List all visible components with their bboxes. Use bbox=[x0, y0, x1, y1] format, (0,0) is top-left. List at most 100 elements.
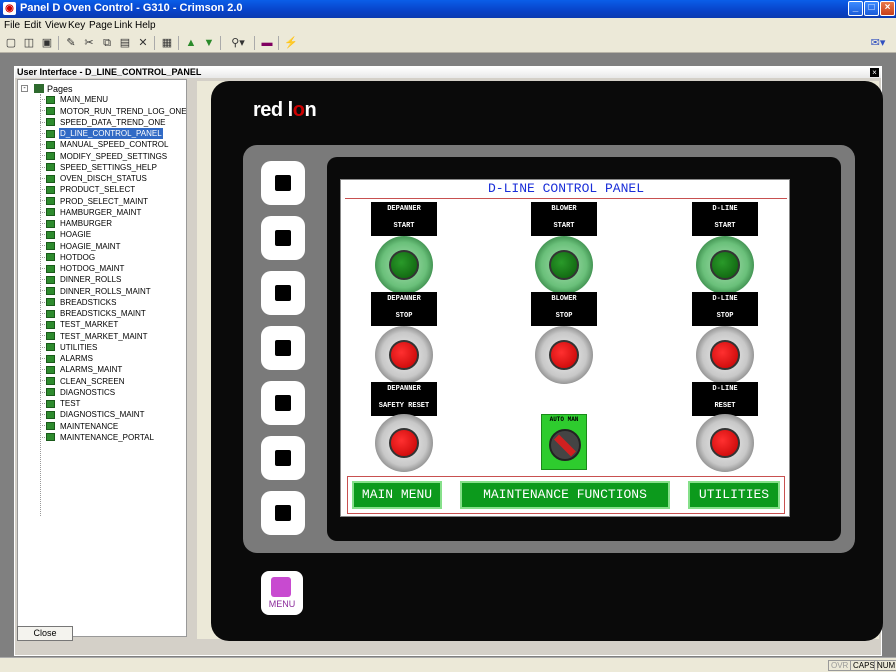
tree-item[interactable]: PROD_SELECT_MAINT bbox=[46, 195, 149, 206]
tree-item[interactable]: BREADSTICKS_MAINT bbox=[46, 308, 147, 319]
up-icon[interactable]: ▲ bbox=[185, 37, 197, 49]
minimize-button[interactable]: _ bbox=[848, 1, 863, 16]
tree-item[interactable]: TEST_MARKET_MAINT bbox=[46, 330, 149, 341]
title-bar: ◉ Panel D Oven Control - G310 - Crimson … bbox=[0, 0, 896, 18]
page-icon bbox=[46, 433, 55, 442]
depanner-reset-button[interactable] bbox=[375, 414, 433, 472]
function-key-3[interactable] bbox=[261, 271, 305, 315]
blower-stop-label-line2: STOP bbox=[555, 312, 573, 320]
function-key-6[interactable] bbox=[261, 436, 305, 480]
tree-connector bbox=[40, 324, 45, 325]
tree-item[interactable]: BREADSTICKS bbox=[46, 297, 117, 308]
tree-item[interactable]: UTILITIES bbox=[46, 342, 98, 353]
depanner-stop-button[interactable] bbox=[375, 326, 433, 384]
utilities-button[interactable]: UTILITIES bbox=[688, 481, 780, 509]
tree-item[interactable]: HOAGIE_MAINT bbox=[46, 240, 121, 251]
tree-item[interactable]: MAINTENANCE_PORTAL bbox=[46, 432, 155, 443]
tree-item[interactable]: PRODUCT_SELECT bbox=[46, 184, 136, 195]
down-icon[interactable]: ▼ bbox=[203, 37, 215, 49]
dline-reset-button[interactable] bbox=[696, 414, 754, 472]
tree-item[interactable]: HOAGIE bbox=[46, 229, 92, 240]
new-icon[interactable]: ▢ bbox=[5, 37, 17, 49]
tree-item[interactable]: ALARMS_MAINT bbox=[46, 364, 123, 375]
tree-item-label: HAMBURGER bbox=[60, 219, 113, 229]
menu-file[interactable]: File bbox=[4, 20, 21, 31]
tree-connector bbox=[40, 245, 45, 247]
dline-start-button[interactable] bbox=[696, 236, 754, 294]
page-icon bbox=[46, 365, 55, 374]
maximize-button[interactable]: □ bbox=[864, 1, 879, 16]
delete-icon[interactable]: ✕ bbox=[138, 37, 148, 49]
tree-item[interactable]: DIAGNOSTICS bbox=[46, 387, 116, 398]
child-close-icon[interactable]: × bbox=[870, 68, 879, 77]
display-icon[interactable]: ▬ bbox=[261, 37, 273, 49]
tree-item[interactable]: MOTOR_RUN_TREND_LOG_ONE bbox=[46, 105, 186, 116]
menu-edit[interactable]: Edit bbox=[24, 20, 42, 31]
menu-link[interactable]: Link bbox=[114, 20, 133, 31]
open-icon[interactable]: ◫ bbox=[23, 37, 35, 49]
help-icon[interactable]: ✉▾ bbox=[870, 37, 886, 49]
tree-item[interactable]: TEST bbox=[46, 398, 81, 409]
maintenance-functions-button[interactable]: MAINTENANCE FUNCTIONS bbox=[460, 481, 670, 509]
tree-item[interactable]: MODIFY_SPEED_SETTINGS bbox=[46, 150, 168, 161]
properties-icon[interactable]: ▦ bbox=[161, 37, 173, 49]
tree-item[interactable]: DIAGNOSTICS_MAINT bbox=[46, 409, 145, 420]
function-key-7[interactable] bbox=[261, 491, 305, 535]
function-key-5[interactable] bbox=[261, 381, 305, 425]
depanner-start-button[interactable] bbox=[375, 236, 433, 294]
tree-item[interactable]: HAMBURGER bbox=[46, 218, 113, 229]
tree-item[interactable]: DINNER_ROLLS bbox=[46, 274, 122, 285]
tree-item[interactable]: D_LINE_CONTROL_PANEL bbox=[46, 128, 163, 140]
tree-item[interactable]: CLEAN_SCREEN bbox=[46, 375, 125, 386]
menu-view[interactable]: View bbox=[45, 20, 67, 31]
function-key-1[interactable] bbox=[261, 161, 305, 205]
blower-start-button[interactable] bbox=[535, 236, 593, 294]
menu-page[interactable]: Page bbox=[89, 20, 113, 31]
edit-icon[interactable]: ✎ bbox=[66, 37, 76, 49]
cut-icon[interactable]: ✂ bbox=[84, 37, 94, 49]
tree-item[interactable]: MAINTENANCE bbox=[46, 420, 119, 431]
tree-item[interactable]: DINNER_ROLLS_MAINT bbox=[46, 285, 152, 296]
overwrite-indicator: OVR bbox=[828, 660, 852, 671]
menu-help[interactable]: Help bbox=[135, 20, 156, 31]
tree-item[interactable]: MANUAL_SPEED_CONTROL bbox=[46, 139, 169, 150]
dline-stop-label-line1: D-LINE bbox=[712, 295, 738, 303]
paste-icon[interactable]: ▤ bbox=[119, 37, 131, 49]
page-icon bbox=[46, 275, 55, 284]
tree-item[interactable]: HOTDOG_MAINT bbox=[46, 263, 125, 274]
find-icon[interactable]: ⚲▾ bbox=[231, 37, 245, 49]
tree-item-label: HOTDOG bbox=[60, 252, 96, 262]
menu-key[interactable]: MENU bbox=[261, 571, 303, 615]
copy-icon[interactable]: ⧉ bbox=[103, 37, 111, 49]
dline-stop-button[interactable] bbox=[696, 326, 754, 384]
tree-item[interactable]: OVEN_DISCH_STATUS bbox=[46, 173, 148, 184]
tree-connector bbox=[40, 335, 45, 337]
dline-stop-label-line2: STOP bbox=[716, 312, 734, 320]
tree-item[interactable]: MAIN_MENU bbox=[46, 94, 109, 105]
lightning-icon[interactable]: ⚡ bbox=[284, 37, 298, 49]
tree-item[interactable]: HOTDOG bbox=[46, 252, 96, 263]
menu-key[interactable]: Key bbox=[68, 20, 86, 31]
tree-connector bbox=[40, 312, 45, 314]
tree-item[interactable]: SPEED_SETTINGS_HELP bbox=[46, 162, 158, 173]
tree-connector bbox=[40, 189, 45, 190]
tree-connector bbox=[40, 391, 45, 393]
hmi-nav-bar: MAIN MENU MAINTENANCE FUNCTIONS UTILITIE… bbox=[347, 476, 785, 514]
save-icon[interactable]: ▣ bbox=[41, 37, 53, 49]
menu-key-label: MENU bbox=[268, 599, 296, 609]
main-menu-button[interactable]: MAIN MENU bbox=[352, 481, 442, 509]
collapse-icon[interactable]: - bbox=[21, 85, 28, 93]
blower-stop-button[interactable] bbox=[535, 326, 593, 384]
tree-connector bbox=[40, 256, 45, 258]
tree-item[interactable]: ALARMS bbox=[46, 353, 94, 364]
tree-item[interactable]: SPEED_DATA_TREND_ONE bbox=[46, 117, 167, 128]
function-key-4[interactable] bbox=[261, 326, 305, 370]
tree-item[interactable]: TEST_MARKET bbox=[46, 319, 119, 330]
auto-man-selector[interactable]: AUTO MAN bbox=[541, 414, 587, 470]
close-button[interactable]: Close bbox=[17, 626, 73, 641]
tree-item[interactable]: HAMBURGER_MAINT bbox=[46, 207, 142, 218]
close-window-button[interactable]: × bbox=[880, 1, 895, 16]
function-key-2[interactable] bbox=[261, 216, 305, 260]
tree-root[interactable]: - Pages bbox=[21, 83, 74, 94]
page-icon bbox=[46, 197, 55, 206]
